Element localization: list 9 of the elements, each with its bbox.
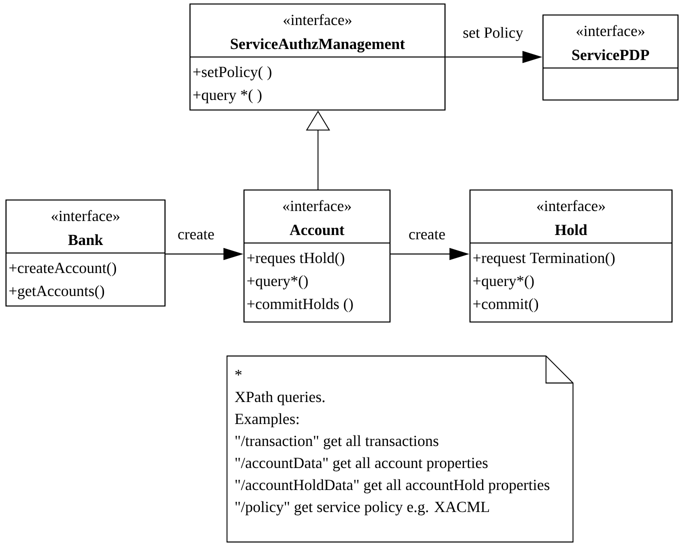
class-box: «interface» ServicePDP (542, 14, 679, 101)
class-box: «interface» Account +reques tHold() +query*() +commitHolds () (243, 189, 391, 323)
edge-label: create (408, 230, 446, 240)
class-box: «interface» ServiceAuthzManagement +setPolicy( ) +query *( ) (189, 3, 446, 111)
note-box: * XPath queries. Examples: "/transaction" get all transactions "/accountData" get all account properties "/accountHoldData" get all accountHold properties "/policy" get service policy e.g. XACML (226, 356, 574, 542)
class-box: «interface» Bank +createAccount() +getAccounts() (5, 199, 166, 307)
class-box: «interface» Hold +request Termination() +query*() +commit() (469, 189, 673, 323)
edge-label: create (176, 230, 216, 240)
edge-label: set Policy (462, 26, 524, 42)
